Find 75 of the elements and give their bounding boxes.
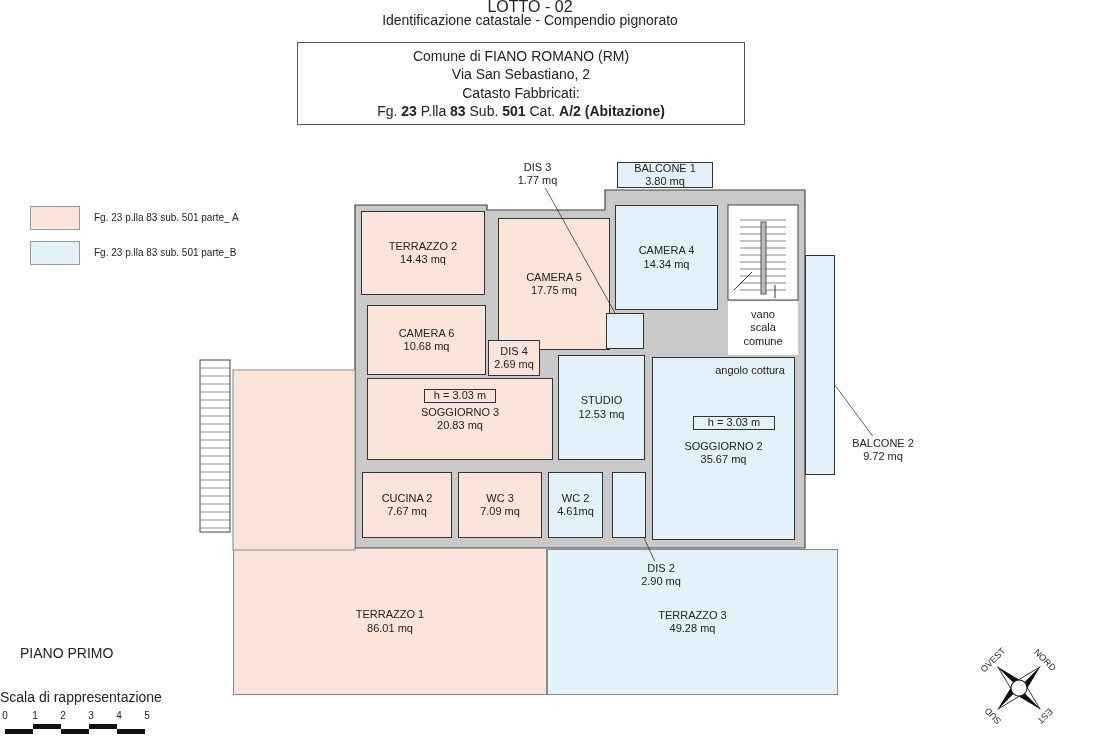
terrace-area: [233, 549, 547, 695]
room-area-value: CUCINA 2: [381, 491, 433, 505]
room-area: [488, 340, 540, 376]
room-area-value: DIS 4: [500, 344, 528, 358]
room-area-value: 14.43 mq: [400, 253, 446, 267]
terrace-area: [547, 549, 838, 695]
room-area-value: 14.34 mq: [643, 257, 690, 271]
room-area-value: BALCONE 2: [852, 436, 914, 450]
address-text: Fg. 23 P.lla 83 Sub. 501 Cat. A/2 (Abitazione): [377, 101, 665, 120]
room-area-value: 7.67 mq: [387, 505, 427, 519]
room-area: [652, 357, 795, 540]
floor-title: PIANO PRIMO: [20, 645, 114, 661]
address-text: Comune di FIANO ROMANO (RM): [412, 47, 630, 66]
scale-title: Scala di rappresentazione: [0, 689, 162, 705]
scale-number: 0: [2, 710, 8, 721]
room-name: vano scala comune: [742, 308, 784, 348]
room-area-value: DIS 2: [647, 561, 675, 575]
room-area-value: SOGGIORNO 3: [420, 405, 500, 419]
room-area-value: 17.75 mq: [531, 284, 577, 298]
room-area: [617, 162, 713, 188]
room-area-value: 1.77 mq: [517, 174, 558, 188]
room-area-value: CAMERA 4: [638, 244, 695, 258]
room-area-value: 4.61mq: [557, 505, 594, 519]
legend-text: Fg. 23 p.lla 83 sub. 501 parte_B: [94, 247, 237, 258]
room-area-value: 86.01 mq: [367, 621, 413, 635]
room-area: [615, 205, 718, 310]
room-area-value: 2.90 mq: [641, 575, 681, 589]
room-area-value: STUDIO: [580, 394, 623, 408]
room-area: [367, 305, 486, 375]
room-area-value: TERRAZZO 1: [355, 608, 425, 622]
room-area-value: SOGGIORNO 2: [684, 440, 763, 454]
box-area: [805, 255, 835, 475]
room-area: [458, 472, 542, 538]
room-area-value: 35.67 mq: [700, 453, 747, 467]
room-area-value: 3.80 mq: [645, 175, 685, 189]
height-tag: h = 3.03 m: [693, 416, 775, 430]
scale-number: 4: [116, 710, 122, 721]
subtitle: Identificazione catastale - Compendio pignorato: [382, 12, 678, 28]
room-area-value: 12.53 mq: [578, 407, 625, 421]
cadastral-info-box: [297, 42, 745, 125]
room-area-value: 20.83 mq: [437, 419, 483, 433]
room-area: [367, 378, 553, 460]
room-area: [548, 472, 603, 538]
room-area-value: 49.28 mq: [669, 622, 716, 636]
room-area: [558, 355, 645, 460]
room-area-value: 9.72 mq: [863, 450, 903, 464]
address-text: Catasto Fabbricati:: [462, 83, 580, 102]
room-label: [728, 301, 798, 355]
leader-line: [643, 537, 655, 562]
room-area: [361, 211, 485, 295]
room-area-value: DIS 3: [523, 160, 552, 174]
room-area-value: 7.09 mq: [480, 505, 520, 519]
room-area-value: TERRAZZO 2: [388, 239, 458, 253]
leader-line: [834, 384, 873, 437]
scale-number: 3: [88, 710, 94, 721]
height-tag: h = 3.03 m: [424, 389, 496, 403]
room-area-value: WC 3: [486, 491, 514, 505]
room-area-value: 10.68 mq: [403, 340, 450, 354]
box-area: [612, 472, 646, 538]
room-area-value: CAMERA 6: [398, 326, 455, 340]
room-area-value: BALCONE 1: [634, 161, 696, 175]
scale-number: 5: [144, 710, 150, 721]
room-label: angolo cottura: [715, 364, 785, 376]
address-text: Via San Sebastiano, 2: [451, 65, 591, 84]
room-area-value: CAMERA 5: [526, 270, 582, 284]
room-area: [362, 472, 452, 538]
legend-text: Fg. 23 p.lla 83 sub. 501 parte_ A: [94, 212, 239, 223]
leader-line: [544, 187, 616, 314]
box-area: [606, 313, 644, 349]
room-area-value: TERRAZZO 3: [658, 608, 727, 622]
room-area-value: 2.69 mq: [494, 358, 534, 372]
room-area-value: WC 2: [561, 491, 590, 505]
scale-number: 2: [60, 710, 66, 721]
title: LOTTO - 02: [487, 0, 573, 15]
scale-number: 1: [32, 710, 38, 721]
